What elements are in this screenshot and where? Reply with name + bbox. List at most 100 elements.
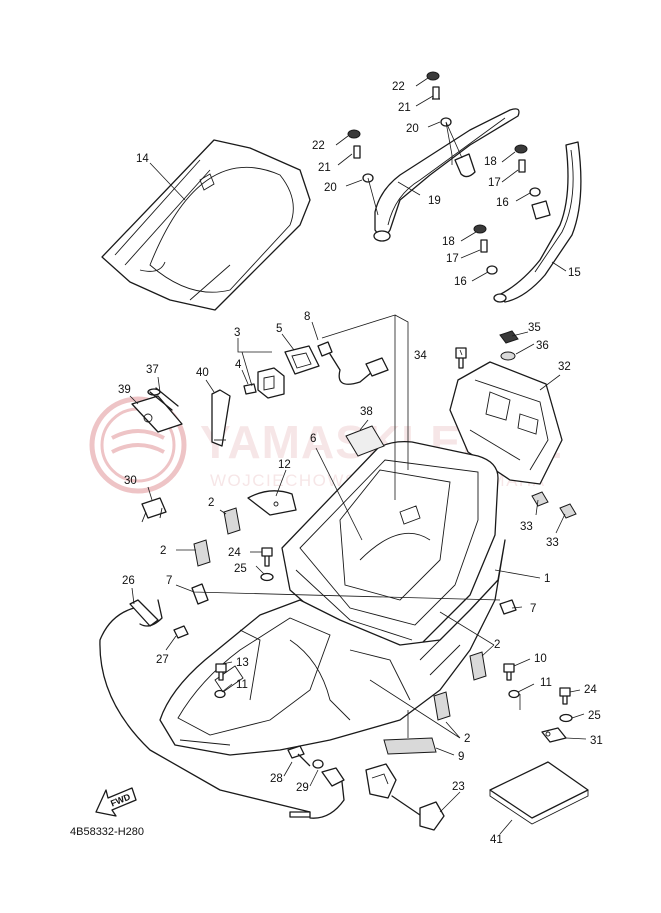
callout-26[interactable]: 26 [122,575,135,587]
callout-30[interactable]: 30 [124,475,137,487]
callout-17[interactable]: 17 [446,253,459,265]
cap-22-top[interactable] [426,71,440,81]
part-33-pad-right[interactable] [559,503,577,519]
part-4-cap[interactable] [243,383,257,395]
callout-20[interactable]: 20 [406,123,419,135]
part-2-damper-c[interactable] [469,651,487,681]
washer-16-lower[interactable] [486,265,498,275]
callout-21[interactable]: 21 [398,102,411,114]
part-33-pad-left[interactable] [531,491,549,507]
cap-18-right[interactable] [514,144,528,154]
bolt-24-lower[interactable] [559,687,571,705]
callout-25[interactable]: 25 [588,710,601,722]
callout-39[interactable]: 39 [118,384,131,396]
callout-3[interactable]: 3 [234,327,240,339]
callout-16[interactable]: 16 [496,197,509,209]
part-9-foam-strip[interactable] [383,737,437,755]
part-2-damper-d[interactable] [433,691,451,721]
bolt-21-top[interactable] [432,86,440,100]
part-41-manual[interactable] [489,761,589,825]
part-1-body-cover[interactable] [159,539,506,756]
bolt-24-upper[interactable] [261,547,273,567]
washer-11-left[interactable] [214,689,226,699]
part-28-screw[interactable] [287,745,311,767]
callout-27[interactable]: 27 [156,654,169,666]
callout-7[interactable]: 7 [166,575,172,587]
cap-18-lower[interactable] [473,224,487,234]
part-39-caution-sheet[interactable] [131,395,183,433]
cap-22-left[interactable] [347,129,361,139]
callout-11[interactable]: 11 [236,679,248,691]
part-2-damper-a[interactable] [223,507,241,535]
callout-4[interactable]: 4 [235,359,242,371]
bolt-21-left[interactable] [353,145,361,159]
callout-19[interactable]: 19 [428,195,441,207]
callout-18[interactable]: 18 [484,156,497,168]
bolt-17-right[interactable] [518,159,526,173]
part-2-damper-b[interactable] [193,539,211,567]
callout-7[interactable]: 7 [530,603,536,615]
callout-31[interactable]: 31 [590,735,603,747]
part-6-luggage-box[interactable] [281,440,499,651]
callout-28[interactable]: 28 [270,773,283,785]
callout-13[interactable]: 13 [236,657,249,669]
bolt-34[interactable] [455,347,467,369]
callout-33[interactable]: 33 [546,537,559,549]
part-27-screw[interactable] [173,625,189,639]
part-26-cable[interactable] [99,599,311,818]
callout-35[interactable]: 35 [528,322,541,334]
part-5-holder[interactable] [284,345,320,375]
callout-24[interactable]: 24 [584,684,597,696]
part-29-collar[interactable] [312,759,324,769]
nut-35[interactable] [499,330,519,344]
washer-36[interactable] [500,351,516,361]
callout-17[interactable]: 17 [488,177,501,189]
callout-2[interactable]: 2 [494,639,500,651]
callout-1[interactable]: 1 [544,573,550,585]
callout-2[interactable]: 2 [160,545,166,557]
part-7-clip-right[interactable] [499,599,517,615]
callout-34[interactable]: 34 [414,350,427,362]
part-32-rear-panel[interactable] [449,361,563,485]
callout-40[interactable]: 40 [196,367,209,379]
washer-16-right[interactable] [529,187,541,197]
callout-10[interactable]: 10 [534,653,547,665]
callout-6[interactable]: 6 [310,433,316,445]
callout-32[interactable]: 32 [558,361,571,373]
callout-12[interactable]: 12 [278,459,291,471]
callout-18[interactable]: 18 [442,236,455,248]
part-14-inner-cover[interactable] [101,139,311,311]
callout-5[interactable]: 5 [276,323,282,335]
callout-29[interactable]: 29 [296,782,309,794]
part-19-grab-bar[interactable] [373,108,520,242]
part-38-label[interactable] [345,425,385,457]
washer-25-upper[interactable] [260,572,274,582]
part-12-plate[interactable] [247,490,297,516]
part-15-side-rail[interactable] [493,141,582,303]
callout-22[interactable]: 22 [392,81,405,93]
callout-15[interactable]: 15 [568,267,581,279]
part-23-seat-lock[interactable] [309,763,445,831]
callout-11[interactable]: 11 [540,677,552,689]
callout-22[interactable]: 22 [312,140,325,152]
callout-20[interactable]: 20 [324,182,337,194]
washer-25-lower[interactable] [559,713,573,723]
bolt-17-lower[interactable] [480,239,488,253]
part-8-lead-wire[interactable] [317,341,389,385]
callout-41[interactable]: 41 [490,834,503,846]
part-31-bracket[interactable] [541,727,567,743]
part-40-band[interactable] [211,389,231,447]
callout-33[interactable]: 33 [520,521,533,533]
bolt-10[interactable] [503,663,515,681]
callout-8[interactable]: 8 [304,311,310,323]
callout-25[interactable]: 25 [234,563,247,575]
callout-37[interactable]: 37 [146,364,159,376]
callout-16[interactable]: 16 [454,276,467,288]
part-30-clip[interactable] [141,497,167,523]
part-3-socket[interactable] [257,367,285,399]
callout-14[interactable]: 14 [136,153,149,165]
callout-38[interactable]: 38 [360,406,373,418]
callout-23[interactable]: 23 [452,781,465,793]
washer-11-right[interactable] [508,689,520,699]
callout-9[interactable]: 9 [458,751,464,763]
